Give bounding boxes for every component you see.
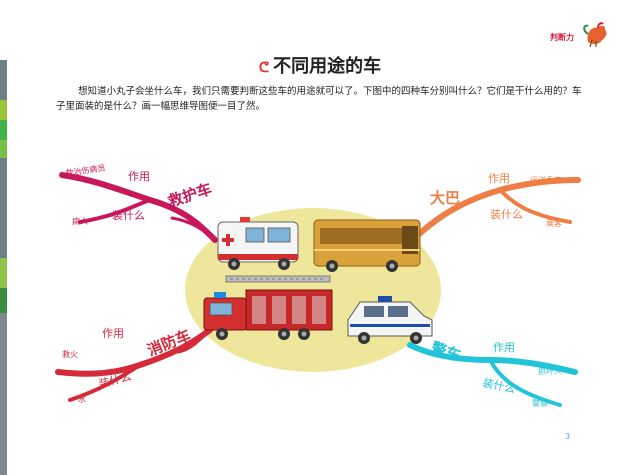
ambulance-use-label: 作用 bbox=[128, 170, 150, 183]
ambulance-load-label: 装什么 bbox=[112, 209, 145, 222]
ambulance-use-value: 救治伤病员 bbox=[65, 163, 106, 178]
firetruck-load-value: 水 bbox=[78, 394, 86, 404]
bus-branch bbox=[415, 177, 581, 238]
bus-use-value: 运送乘客 bbox=[530, 175, 562, 185]
swirl-icon: ᕦ bbox=[258, 60, 270, 76]
page-edge-strip bbox=[0, 0, 7, 475]
police-car-illustration bbox=[347, 296, 433, 344]
police-use-label: 作用 bbox=[493, 341, 515, 354]
firetruck-use-value: 救火 bbox=[62, 349, 78, 359]
ambulance-label: 救护车 bbox=[166, 180, 214, 211]
police-load-value: 警察 bbox=[532, 398, 548, 408]
police-label: 警车 bbox=[428, 338, 463, 365]
bus-illustration bbox=[313, 219, 421, 272]
bus-load-value: 乘客 bbox=[546, 218, 562, 228]
rooster-logo-icon bbox=[583, 22, 607, 48]
police-use-value: 抓坏人 bbox=[538, 366, 562, 376]
firetruck-illustration bbox=[203, 275, 333, 340]
firetruck-use-label: 作用 bbox=[102, 327, 124, 340]
police-load-label: 装什么 bbox=[481, 376, 516, 396]
firetruck-branch bbox=[55, 327, 213, 402]
page-number: 3 bbox=[565, 432, 571, 441]
intro-paragraph: 想知道小丸子会坐什么车，我们只需要判断这些车的用途就可以了。下图中的四种车分别叫… bbox=[56, 86, 582, 112]
police-branch bbox=[407, 342, 578, 407]
ambulance-illustration bbox=[217, 217, 299, 270]
bus-load-label: 装什么 bbox=[490, 208, 523, 221]
logo-text: 判断力 bbox=[550, 32, 574, 42]
ambulance-branch bbox=[59, 172, 218, 243]
bus-label: 大巴 bbox=[430, 189, 460, 207]
bus-use-label: 作用 bbox=[488, 172, 510, 185]
ambulance-load-value: 病人 bbox=[72, 216, 88, 226]
